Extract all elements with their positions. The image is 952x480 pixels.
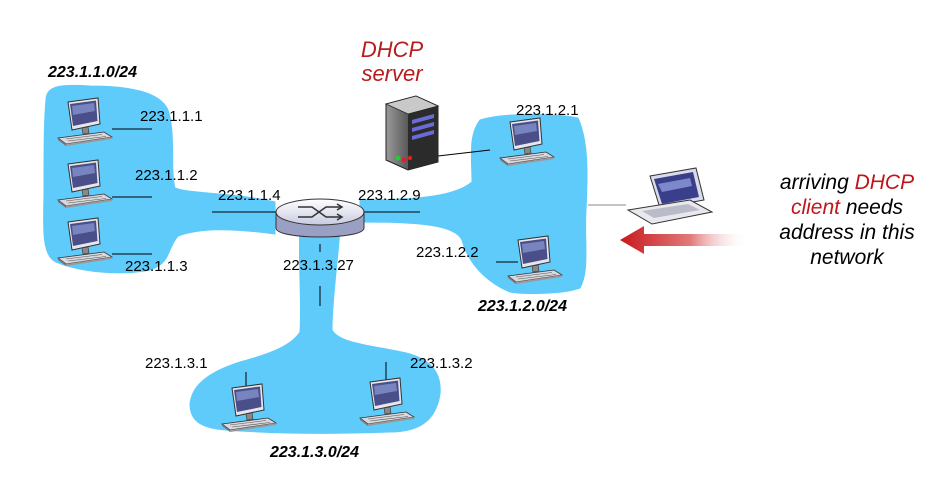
caption-highlight: DHCP (854, 171, 915, 194)
caption-line: address in this (779, 221, 915, 244)
router-icon (275, 198, 365, 238)
router-interface-label: 223.1.1.4 (218, 187, 281, 204)
caption-highlight: client (790, 196, 840, 219)
caption-line: network (810, 246, 884, 269)
host-ip-label: 223.1.1.1 (140, 108, 203, 125)
caption-word: needs (845, 196, 904, 219)
router-interface-label: 223.1.2.9 (358, 187, 421, 204)
dhcp-server-label-line2: server (361, 61, 423, 86)
dhcp-server-label: DHCP server (356, 38, 428, 86)
host-ip-label: 223.1.1.2 (135, 167, 198, 184)
subnet-c-label: 223.1.3.0/24 (270, 444, 359, 461)
host-ip-label: 223.1.2.1 (516, 102, 579, 119)
host-ip-label: 223.1.3.2 (410, 355, 473, 372)
dhcp-server-label-line1: DHCP (360, 37, 424, 62)
links (112, 128, 518, 388)
arrow-left-icon (620, 226, 748, 254)
subnet-a-label: 223.1.1.0/24 (48, 64, 137, 81)
host-ip-label: 223.1.3.1 (145, 355, 208, 372)
arriving-client-caption: arriving DHCP client needs address in th… (752, 170, 942, 270)
caption-word: arriving (779, 171, 849, 194)
server-tower-icon (384, 95, 440, 171)
laptop-icon (626, 167, 714, 225)
host-ip-label: 223.1.1.3 (125, 258, 188, 275)
subnet-b-label: 223.1.2.0/24 (478, 298, 567, 315)
router-interface-label: 223.1.3.27 (283, 257, 354, 274)
host-ip-label: 223.1.2.2 (416, 244, 479, 261)
